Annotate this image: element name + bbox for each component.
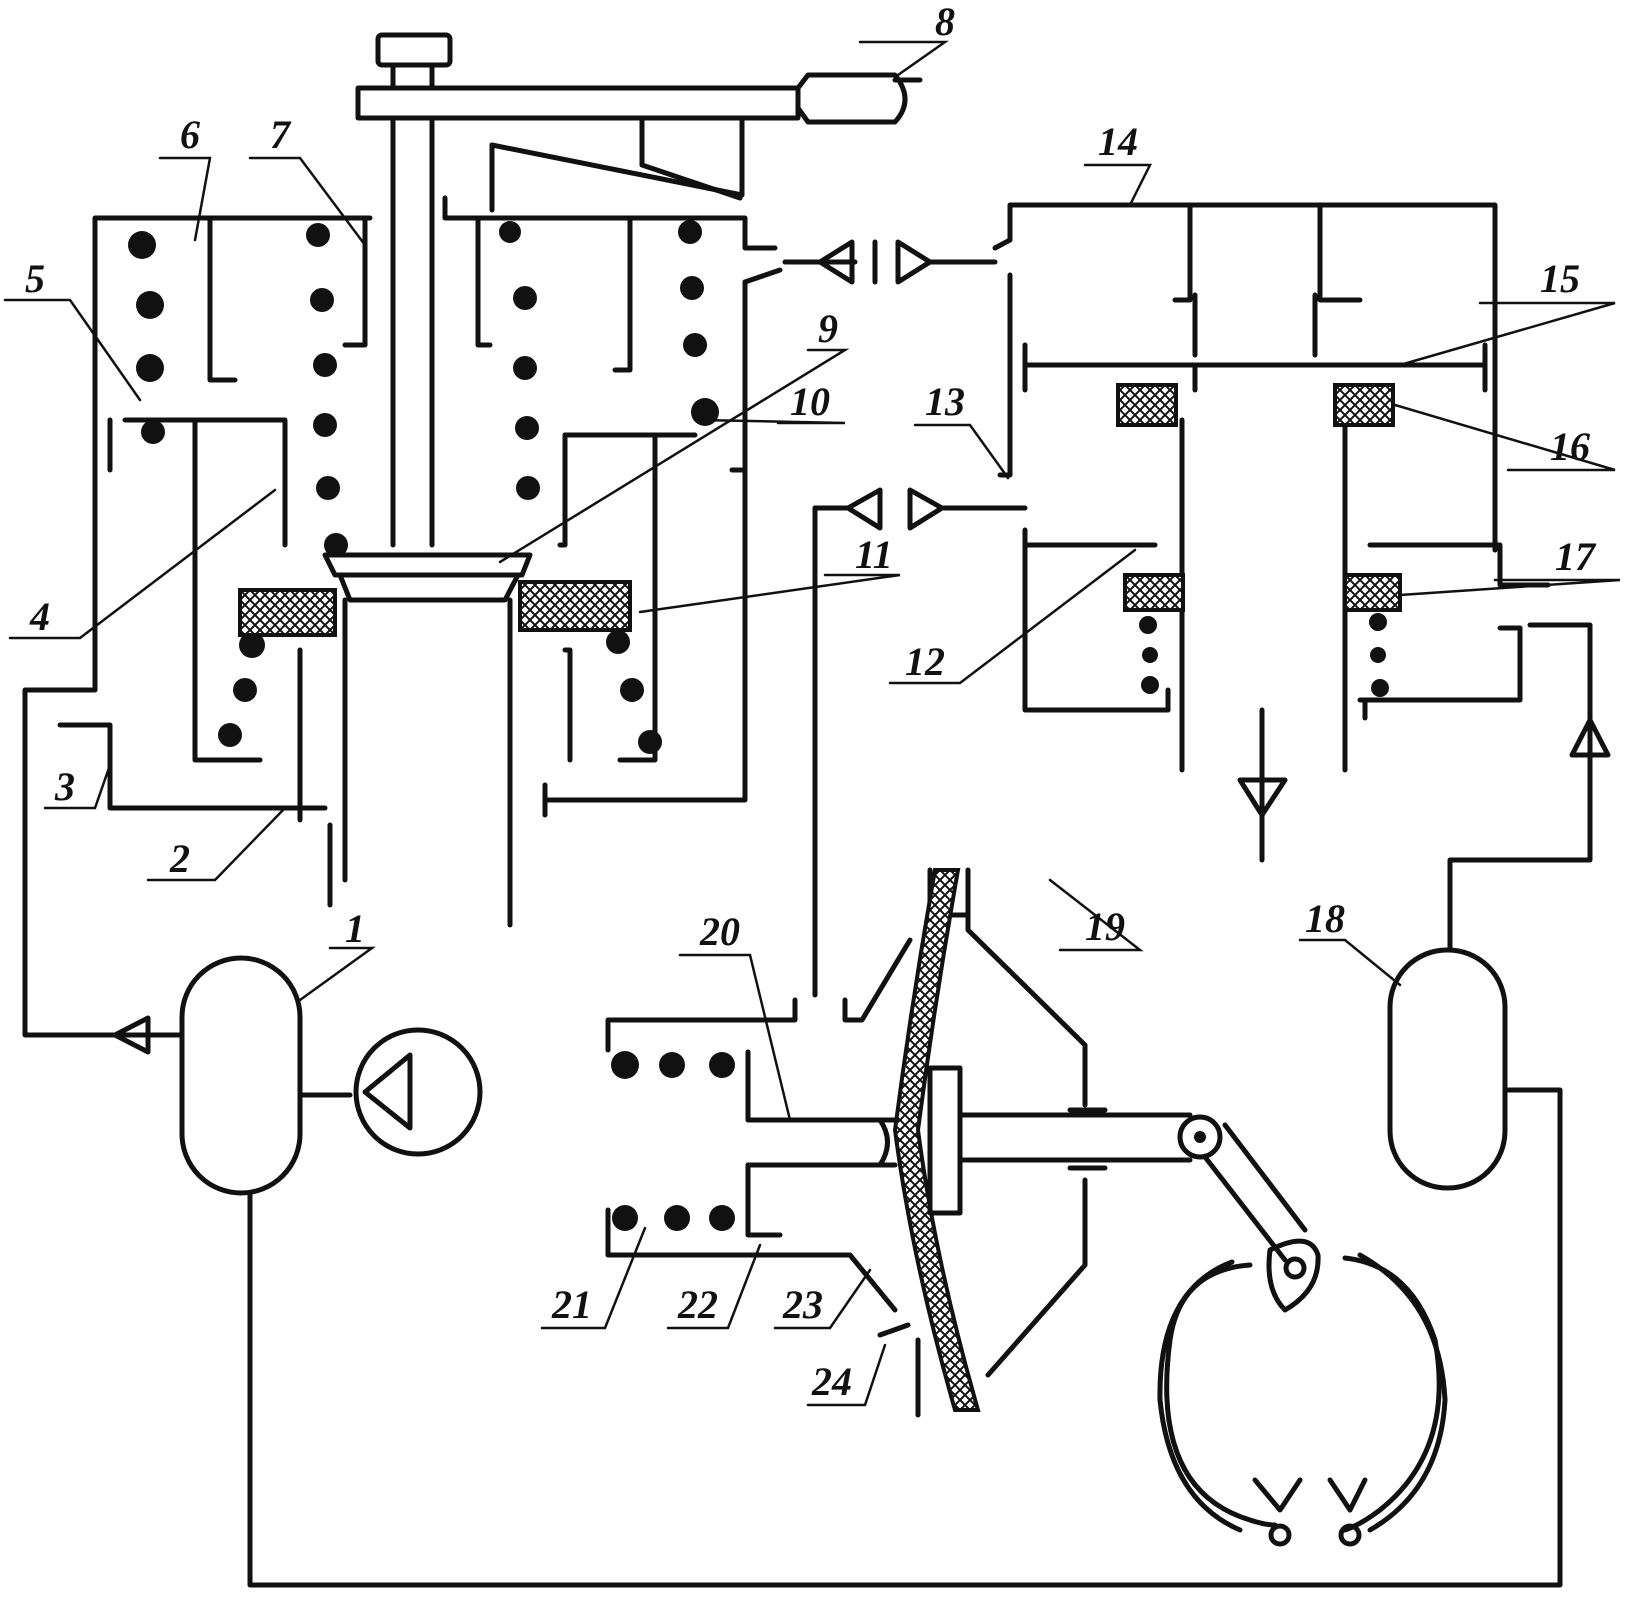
relay-valve-right	[992, 202, 1593, 953]
leader-lines	[3, 40, 1621, 1407]
label-9: 9	[818, 306, 838, 351]
label-15: 15	[1540, 256, 1580, 301]
exhaust-arrow-down	[1237, 707, 1288, 863]
flow-arrow-up	[1569, 717, 1611, 758]
label-10: 10	[790, 379, 830, 424]
seal-16	[1333, 383, 1395, 427]
brake-lever-and-drum	[1157, 1114, 1448, 1547]
seal-middle-lower	[518, 580, 632, 632]
brake-chamber	[605, 867, 1193, 1418]
label-23: 23	[782, 1282, 823, 1327]
reservoir-1	[112, 955, 1563, 1588]
label-13: 13	[925, 379, 965, 424]
label-19: 19	[1085, 904, 1125, 949]
label-6: 6	[180, 112, 200, 157]
valve-stem	[322, 32, 801, 928]
brake-valve-body-middle	[442, 195, 783, 818]
spring-balls-middle	[499, 220, 719, 754]
seal-left-lower	[238, 588, 337, 637]
label-22: 22	[677, 1282, 718, 1327]
seal-15-left	[1116, 383, 1178, 427]
label-1: 1	[345, 906, 365, 951]
label-14: 14	[1098, 119, 1138, 164]
label-16: 16	[1550, 424, 1590, 469]
label-21: 21	[551, 1282, 592, 1327]
seal-17	[1343, 573, 1402, 612]
brake-valve-body-left	[22, 215, 373, 1038]
seal-12	[1123, 573, 1185, 612]
label-24: 24	[811, 1359, 852, 1404]
part-labels: 1 2 3 4 5 6 7 8 9 10 11 12 13 14 15 16 1…	[25, 0, 1597, 1404]
label-20: 20	[699, 909, 740, 954]
check-valve-lower	[812, 487, 1028, 998]
label-12: 12	[905, 639, 945, 684]
handle-pedal	[489, 72, 923, 213]
label-18: 18	[1305, 896, 1345, 941]
label-2: 2	[169, 836, 190, 881]
spring-balls-chamber	[611, 1051, 735, 1231]
compressor	[353, 1027, 483, 1157]
label-8: 8	[935, 0, 955, 44]
label-17: 17	[1555, 534, 1597, 579]
label-4: 4	[29, 594, 50, 639]
check-valve-upper	[782, 239, 998, 285]
reservoir-18	[1387, 947, 1508, 1191]
label-5: 5	[25, 256, 45, 301]
label-3: 3	[54, 764, 75, 809]
spring-balls-left	[128, 223, 348, 747]
label-7: 7	[270, 112, 292, 157]
spring-balls-right	[1139, 613, 1389, 697]
label-11: 11	[855, 532, 893, 577]
